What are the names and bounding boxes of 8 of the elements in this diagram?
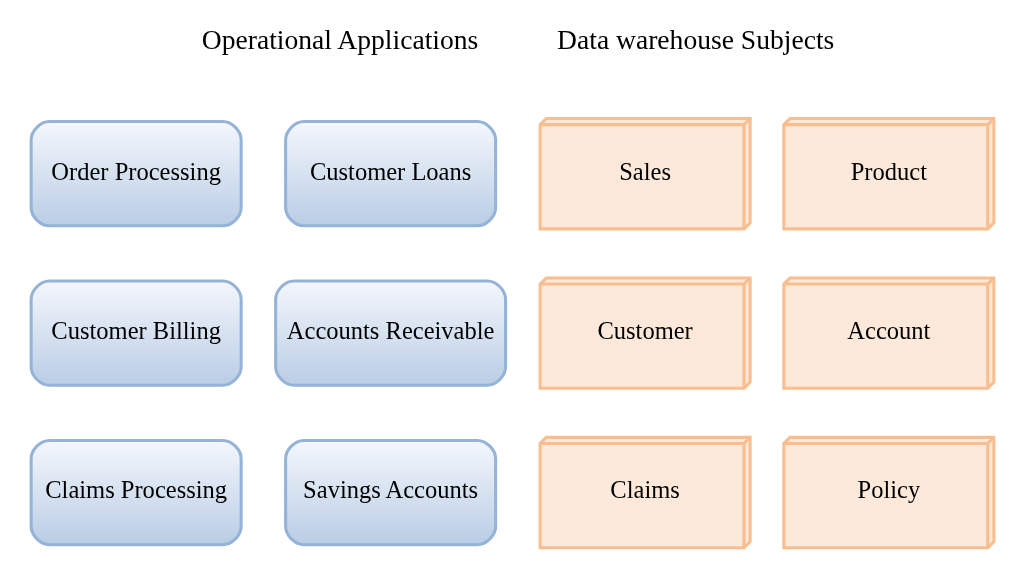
label: Operational Applications xyxy=(201,23,478,55)
node-box: Savings Accounts xyxy=(283,438,497,547)
node-box: Customer Loans xyxy=(283,120,497,228)
node-box: Order Processing xyxy=(29,120,243,228)
node-box: Customer Billing xyxy=(29,279,243,387)
label: Data warehouse Subjects xyxy=(556,23,834,55)
node-box: Claims Processing xyxy=(29,438,243,547)
node-box: Accounts Receivable xyxy=(273,279,507,387)
